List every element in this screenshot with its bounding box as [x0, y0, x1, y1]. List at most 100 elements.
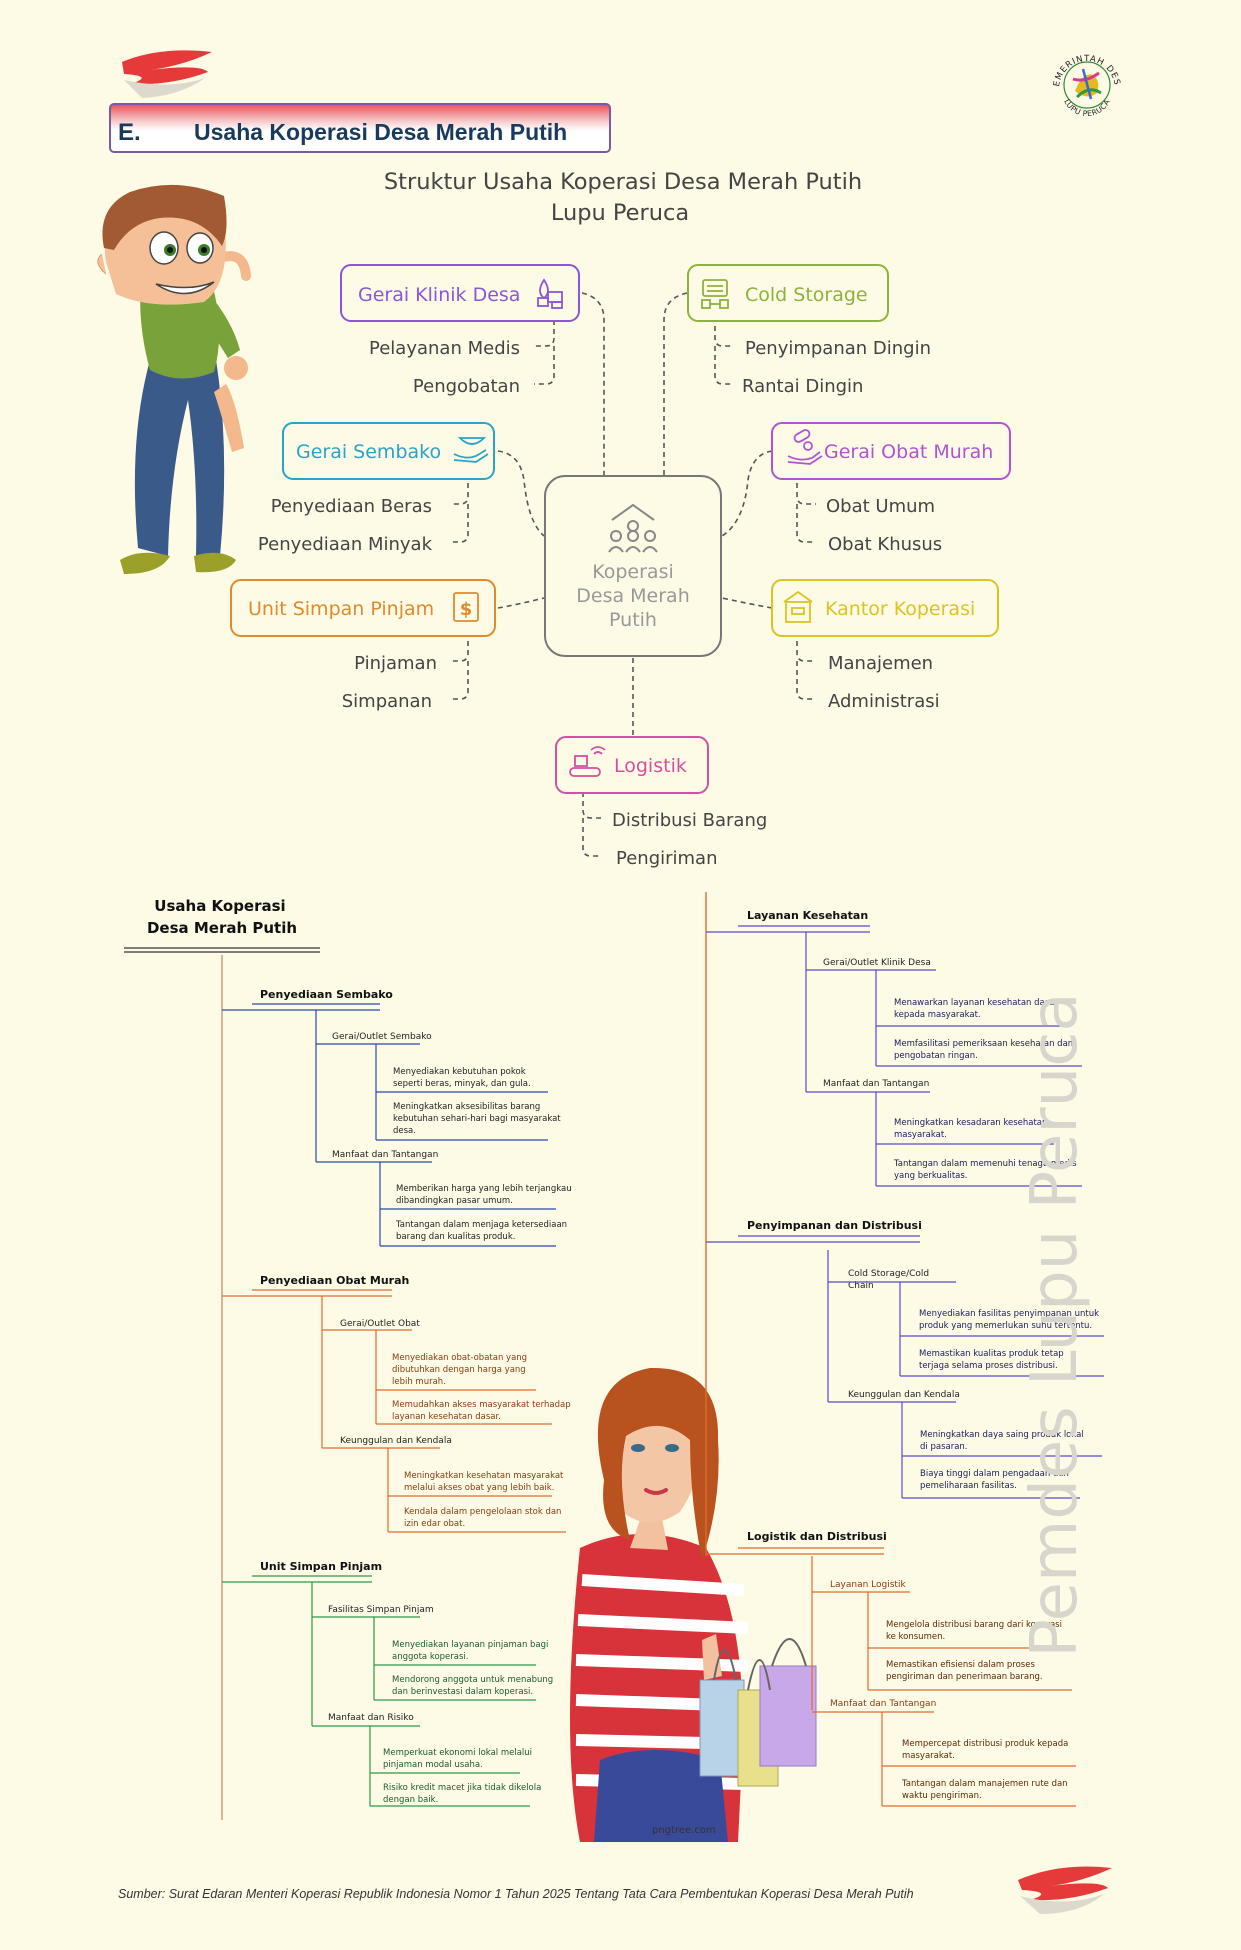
- branch-unit-simpan-pinjam: Unit Simpan Pinjam $ Pinjaman Simpanan: [230, 579, 496, 712]
- tree-group-kesehatan: Layanan Kesehatan Gerai/Outlet Klinik De…: [706, 909, 1082, 1187]
- branch-label: Gerai Sembako: [296, 441, 441, 463]
- tree-leaf: Tantangan dalam memenuhi tenaga medis ya…: [893, 1159, 1079, 1181]
- tree-leaf: Meningkatkan kesehatan masyarakat melalu…: [404, 1471, 566, 1493]
- branch-item: Penyediaan Minyak: [258, 534, 433, 555]
- tree-sub-title: Cold Storage/Cold Chain: [848, 1269, 932, 1291]
- tree-leaf: Memudahkan akses masyarakat terhadap lay…: [392, 1400, 573, 1422]
- tree-group-title: Layanan Kesehatan: [747, 909, 868, 922]
- tree-leaf: Menyediakan kebutuhan pokok seperti bera…: [393, 1067, 531, 1089]
- tree-leaf: Tantangan dalam menjaga ketersediaan bar…: [395, 1220, 570, 1242]
- tree-sub-title: Manfaat dan Tantangan: [332, 1150, 438, 1160]
- medical-kit-icon: [537, 278, 563, 309]
- branch-item: Pelayanan Medis: [369, 338, 520, 359]
- branch-gerai-sembako: Gerai Sembako Penyediaan Beras Penyediaa…: [258, 422, 495, 555]
- tree-leaf: Memfasilitasi pemeriksaan kesehatan dan …: [894, 1039, 1076, 1061]
- structure-title-line2: Lupu Peruca: [551, 200, 689, 226]
- hand-bowl-icon: [453, 437, 489, 463]
- center-node-koperasi: Koperasi Desa Merah Putih: [544, 475, 722, 657]
- tree-group-sembako: Penyediaan Sembako Gerai/Outlet Sembako …: [222, 988, 574, 1247]
- center-line3: Putih: [609, 609, 657, 631]
- branch-label: Logistik: [614, 755, 687, 777]
- tree-root-line1: Usaha Koperasi: [154, 897, 285, 915]
- branch-label: Unit Simpan Pinjam: [248, 598, 434, 620]
- branch-logistik: Logistik Distribusi Barang Pengiriman: [555, 736, 767, 869]
- branch-kantor-koperasi: Kantor Koperasi Manajemen Administrasi: [771, 579, 999, 712]
- tree-group-title: Penyimpanan dan Distribusi: [747, 1219, 922, 1232]
- tree-leaf: Menyediakan layanan pinjaman bagi anggot…: [392, 1640, 551, 1662]
- tree-leaf: Memastikan kualitas produk tetap terjaga…: [919, 1349, 1066, 1371]
- branch-item: Rantai Dingin: [742, 376, 863, 397]
- source-footer: Sumber: Surat Edaran Menteri Koperasi Re…: [118, 1887, 914, 1901]
- pill-hand-icon: [787, 429, 823, 465]
- tree-leaf: Mempercepat distribusi produk kepada mas…: [902, 1739, 1071, 1761]
- tree-leaf: Meningkatkan kesadaran kesehatan masyara…: [894, 1118, 1050, 1140]
- branch-item: Obat Umum: [826, 496, 935, 517]
- shopping-girl-illustration: pngtree.com: [570, 1367, 817, 1842]
- tree-sub-title: Keunggulan dan Kendala: [340, 1436, 452, 1446]
- tree-leaf: Mengelola distribusi barang dari koperas…: [886, 1620, 1065, 1642]
- tree-leaf: Menawarkan layanan kesehatan dasar kepad…: [894, 998, 1061, 1020]
- structure-connectors: [452, 292, 816, 857]
- tree-group-penyimpanan: Penyimpanan dan Distribusi Cold Storage/…: [706, 1219, 1104, 1499]
- tree-sub-title: Gerai/Outlet Klinik Desa: [823, 958, 931, 968]
- people-group-icon: [608, 503, 658, 553]
- section-letter: E.: [118, 119, 141, 146]
- tree-leaf: Biaya tinggi dalam pengadaan dan pemelih…: [920, 1469, 1072, 1491]
- branch-item: Simpanan: [342, 691, 432, 712]
- storage-unit-icon: [701, 279, 729, 309]
- tree-sub-title: Gerai/Outlet Sembako: [332, 1032, 432, 1042]
- money-icon: $: [453, 592, 479, 622]
- tree-leaf: Memastikan efisiensi dalam proses pengir…: [886, 1660, 1043, 1682]
- village-logo: PEMERINTAH DESA LUPU PERUCA: [1052, 54, 1121, 118]
- branch-gerai-klinik-desa: Gerai Klinik Desa Pelayanan Medis Pengob…: [340, 264, 580, 397]
- svg-text:$: $: [460, 599, 473, 620]
- center-line2: Desa Merah: [576, 585, 689, 607]
- tree-root-line2: Desa Merah Putih: [147, 919, 297, 937]
- branch-gerai-obat-murah: Gerai Obat Murah Obat Umum Obat Khusus: [771, 422, 1011, 555]
- tree-group-title: Penyediaan Obat Murah: [260, 1274, 409, 1287]
- tree-group-title: Penyediaan Sembako: [260, 988, 393, 1001]
- office-building-icon: [783, 590, 813, 623]
- tree-leaf: Memberikan harga yang lebih terjangkau d…: [396, 1184, 574, 1206]
- branch-label: Gerai Obat Murah: [824, 441, 993, 463]
- conveyor-wifi-icon: [569, 746, 606, 777]
- tree-leaf: Risiko kredit macet jika tidak dikelola …: [383, 1783, 544, 1805]
- tree-leaf: Memperkuat ekonomi lokal melalui pinjama…: [383, 1748, 535, 1770]
- branch-item: Pinjaman: [354, 653, 437, 674]
- tree-leaf: Meningkatkan daya saing produk lokal di …: [920, 1430, 1086, 1452]
- tree-group-obat: Penyediaan Obat Murah Gerai/Outlet Obat …: [222, 1274, 573, 1533]
- tree-group-title: Logistik dan Distribusi: [747, 1530, 887, 1543]
- tree-sub-title: Fasilitas Simpan Pinjam: [328, 1605, 434, 1615]
- tree-leaf: Tantangan dalam manajemen rute dan waktu…: [901, 1779, 1070, 1801]
- flag-brush-top: [122, 50, 212, 98]
- tree-sub-title: Layanan Logistik: [830, 1580, 906, 1590]
- tree-leaf: Menyediakan obat-obatan yang dibutuhkan …: [392, 1353, 530, 1387]
- structure-title-line1: Struktur Usaha Koperasi Desa Merah Putih: [384, 169, 862, 195]
- tree-sub-title: Manfaat dan Risiko: [328, 1713, 414, 1723]
- tree-sub-title: Manfaat dan Tantangan: [823, 1079, 929, 1089]
- branch-item: Manajemen: [828, 653, 933, 674]
- tree-sub-title: Keunggulan dan Kendala: [848, 1390, 960, 1400]
- branch-item: Administrasi: [828, 691, 940, 712]
- section-title: Usaha Koperasi Desa Merah Putih: [194, 119, 567, 145]
- branch-label: Cold Storage: [745, 284, 868, 306]
- center-line1: Koperasi: [592, 561, 674, 583]
- tree-group-logistik: Logistik dan Distribusi Layanan Logistik…: [706, 1530, 1076, 1807]
- tree-leaf: Menyediakan fasilitas penyimpanan untuk …: [919, 1309, 1102, 1331]
- stock-credit: pngtree.com: [652, 1825, 716, 1836]
- branch-item: Penyimpanan Dingin: [745, 338, 931, 359]
- tree-right: Layanan Kesehatan Gerai/Outlet Klinik De…: [705, 892, 1104, 1807]
- branch-label: Gerai Klinik Desa: [358, 284, 520, 306]
- branch-item: Obat Khusus: [828, 534, 942, 555]
- flag-brush-bottom: [1018, 1866, 1112, 1914]
- branch-item: Distribusi Barang: [612, 810, 767, 831]
- tree-leaf: Mendorong anggota untuk menabung dan ber…: [392, 1675, 556, 1697]
- branch-cold-storage: Cold Storage Penyimpanan Dingin Rantai D…: [687, 264, 931, 397]
- tree-sub-title: Manfaat dan Tantangan: [830, 1699, 936, 1709]
- tree-leaf: Meningkatkan aksesibilitas barang kebutu…: [393, 1102, 563, 1136]
- tree-sub-title: Gerai/Outlet Obat: [340, 1319, 420, 1329]
- tree-left: Usaha Koperasi Desa Merah Putih Penyedia…: [124, 897, 574, 1820]
- watermark-text: Pemdes Lupu Peruca: [1018, 992, 1092, 1658]
